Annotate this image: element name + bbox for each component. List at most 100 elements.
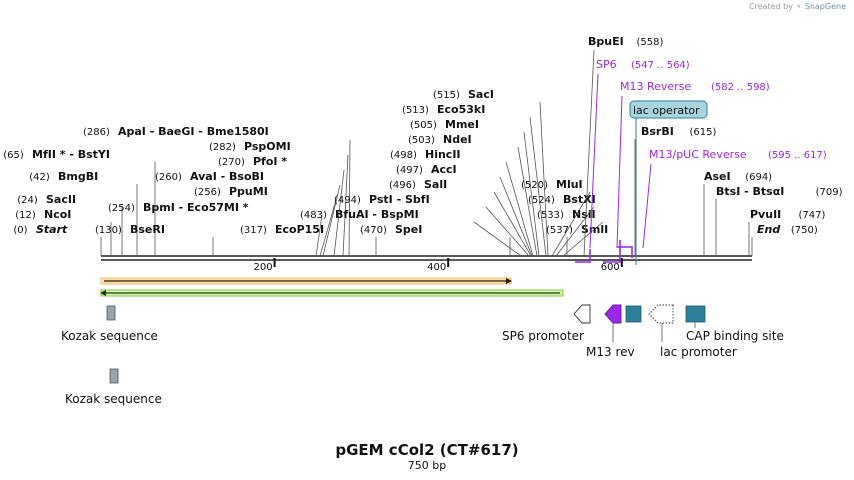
enzyme-leader-line <box>529 116 547 257</box>
primer-leader-line <box>616 95 623 249</box>
enzyme-leader-line <box>539 101 549 257</box>
enzyme-position: (513) <box>402 105 429 116</box>
primer-leader-line <box>642 163 652 249</box>
enzyme-name: SpeI <box>395 223 422 236</box>
enzyme-name: AccI <box>431 163 457 176</box>
primer-range: (582 .. 598) <box>711 82 770 93</box>
enzyme-position: (747) <box>799 210 826 221</box>
lac-operator-text: lac operator <box>633 104 700 117</box>
enzyme-site-psti-sbfi <box>485 206 530 257</box>
enzyme-leader-line <box>348 139 351 257</box>
enzyme-leader-line <box>555 206 595 257</box>
enzyme-position: (130) <box>95 225 122 236</box>
enzyme-site-mlui <box>551 191 591 257</box>
enzyme-site-bfuai-bspmi <box>473 221 522 257</box>
primer-range: (595 .. 617) <box>768 150 827 161</box>
snapgene-credit: Created by ⚬ SnapGene <box>748 2 846 11</box>
enzyme-site-mmei <box>523 131 540 257</box>
enzyme-position: (317) <box>240 225 267 236</box>
primer-sp6-bracket <box>575 249 591 263</box>
enzyme-position: (24) <box>17 195 38 206</box>
enzyme-site-ppumi <box>319 199 337 257</box>
enzyme-site-nsii <box>562 221 604 257</box>
primer-name: SP6 <box>596 58 617 71</box>
enzyme-name: SacI <box>468 88 494 101</box>
enzyme-name: Eco53kI <box>437 103 485 116</box>
enzyme-name: BpmI - Eco57MI * <box>143 201 249 214</box>
enzyme-leader-line <box>342 154 349 257</box>
enzyme-position: (254) <box>108 203 135 214</box>
cap-binding-site-label: CAP binding site <box>686 329 784 343</box>
enzyme-name: End <box>757 223 780 236</box>
enzyme-leader-line <box>583 49 595 257</box>
enzyme-leader-line <box>505 161 534 257</box>
enzyme-position: (496) <box>389 180 416 191</box>
enzyme-name: MmeI <box>445 118 479 131</box>
enzyme-leader-line <box>315 214 323 257</box>
lac-operator-label <box>629 100 708 265</box>
orf-reverse-arrowhead <box>100 290 106 296</box>
enzyme-position: (494) <box>334 195 361 206</box>
enzyme-name: Start <box>36 223 68 236</box>
enzyme-name: BtsI - BtsαI <box>716 185 784 198</box>
sp6-promoter-label: SP6 promoter <box>502 329 584 343</box>
enzyme-site-bpuei <box>583 49 595 257</box>
tick-label: 400 <box>427 262 446 273</box>
enzyme-position: (537) <box>546 225 573 236</box>
enzyme-leader-line <box>322 184 341 257</box>
enzyme-leader-line <box>551 191 591 257</box>
enzyme-name: NsiI <box>572 208 596 221</box>
enzyme-leader-line <box>499 176 533 257</box>
kozak-sequence-2-marker <box>109 368 119 384</box>
primer-m13-reverse <box>616 95 623 249</box>
enzyme-leader-line <box>319 199 337 257</box>
enzyme-site-pfoi- <box>333 169 345 257</box>
enzyme-name: AvaI - BsoBI <box>190 170 264 183</box>
enzyme-position: (12) <box>15 210 36 221</box>
enzyme-position: (260) <box>155 172 182 183</box>
enzyme-name: BstXI <box>563 193 596 206</box>
enzyme-name: BsrBI <box>641 125 674 138</box>
enzyme-name: MluI <box>556 178 583 191</box>
map-length: 750 bp <box>408 459 446 472</box>
kozak-sequence-2-label: Kozak sequence <box>65 392 162 406</box>
enzyme-name: HincII <box>425 148 461 161</box>
snapgene-logo-icon: ⚬ <box>795 2 803 11</box>
enzyme-position: (515) <box>433 90 460 101</box>
enzyme-name: PstI - SbfI <box>369 193 430 206</box>
enzyme-site-sali <box>493 191 532 257</box>
enzyme-site-hincii <box>505 161 534 257</box>
enzyme-position: (533) <box>537 210 564 221</box>
enzyme-position: (615) <box>690 127 717 138</box>
enzyme-position: (558) <box>637 37 664 48</box>
enzyme-name: BmgBI <box>58 170 98 183</box>
primer-sp6 <box>589 73 599 249</box>
enzyme-site-bpmi-eco57mi- <box>315 214 323 257</box>
primer-name: M13/pUC Reverse <box>649 148 747 161</box>
orf-forward-arrowhead <box>506 278 512 284</box>
enzyme-name: PfoI * <box>253 155 287 168</box>
enzyme-leader-line <box>333 169 345 257</box>
map-title: pGEM cCol2 (CT#617) <box>335 441 518 459</box>
enzyme-position: (270) <box>218 157 245 168</box>
enzyme-name: BfuAI - BspMI <box>335 208 419 221</box>
enzyme-name: SalI <box>424 178 447 191</box>
kozak-sequence-1-marker <box>106 305 116 321</box>
enzyme-leader-line <box>473 221 522 257</box>
enzyme-position: (483) <box>300 210 327 221</box>
enzyme-position: (470) <box>360 225 387 236</box>
primer-leader-line <box>589 73 599 249</box>
enzyme-position: (505) <box>410 120 437 131</box>
enzyme-position: (503) <box>408 135 435 146</box>
lac-promoter-arrow <box>648 304 674 324</box>
enzyme-name: MfII * - BstYI <box>32 148 110 161</box>
enzyme-site-acci <box>499 176 533 257</box>
enzyme-site-avai-bsobi <box>322 184 341 257</box>
enzyme-name: EcoP15I <box>275 223 324 236</box>
enzyme-name: NcoI <box>44 208 71 221</box>
enzyme-position: (42) <box>29 172 50 183</box>
enzyme-leader-line <box>562 221 604 257</box>
enzyme-leader-line <box>517 146 538 257</box>
tick-label: 600 <box>601 262 620 273</box>
